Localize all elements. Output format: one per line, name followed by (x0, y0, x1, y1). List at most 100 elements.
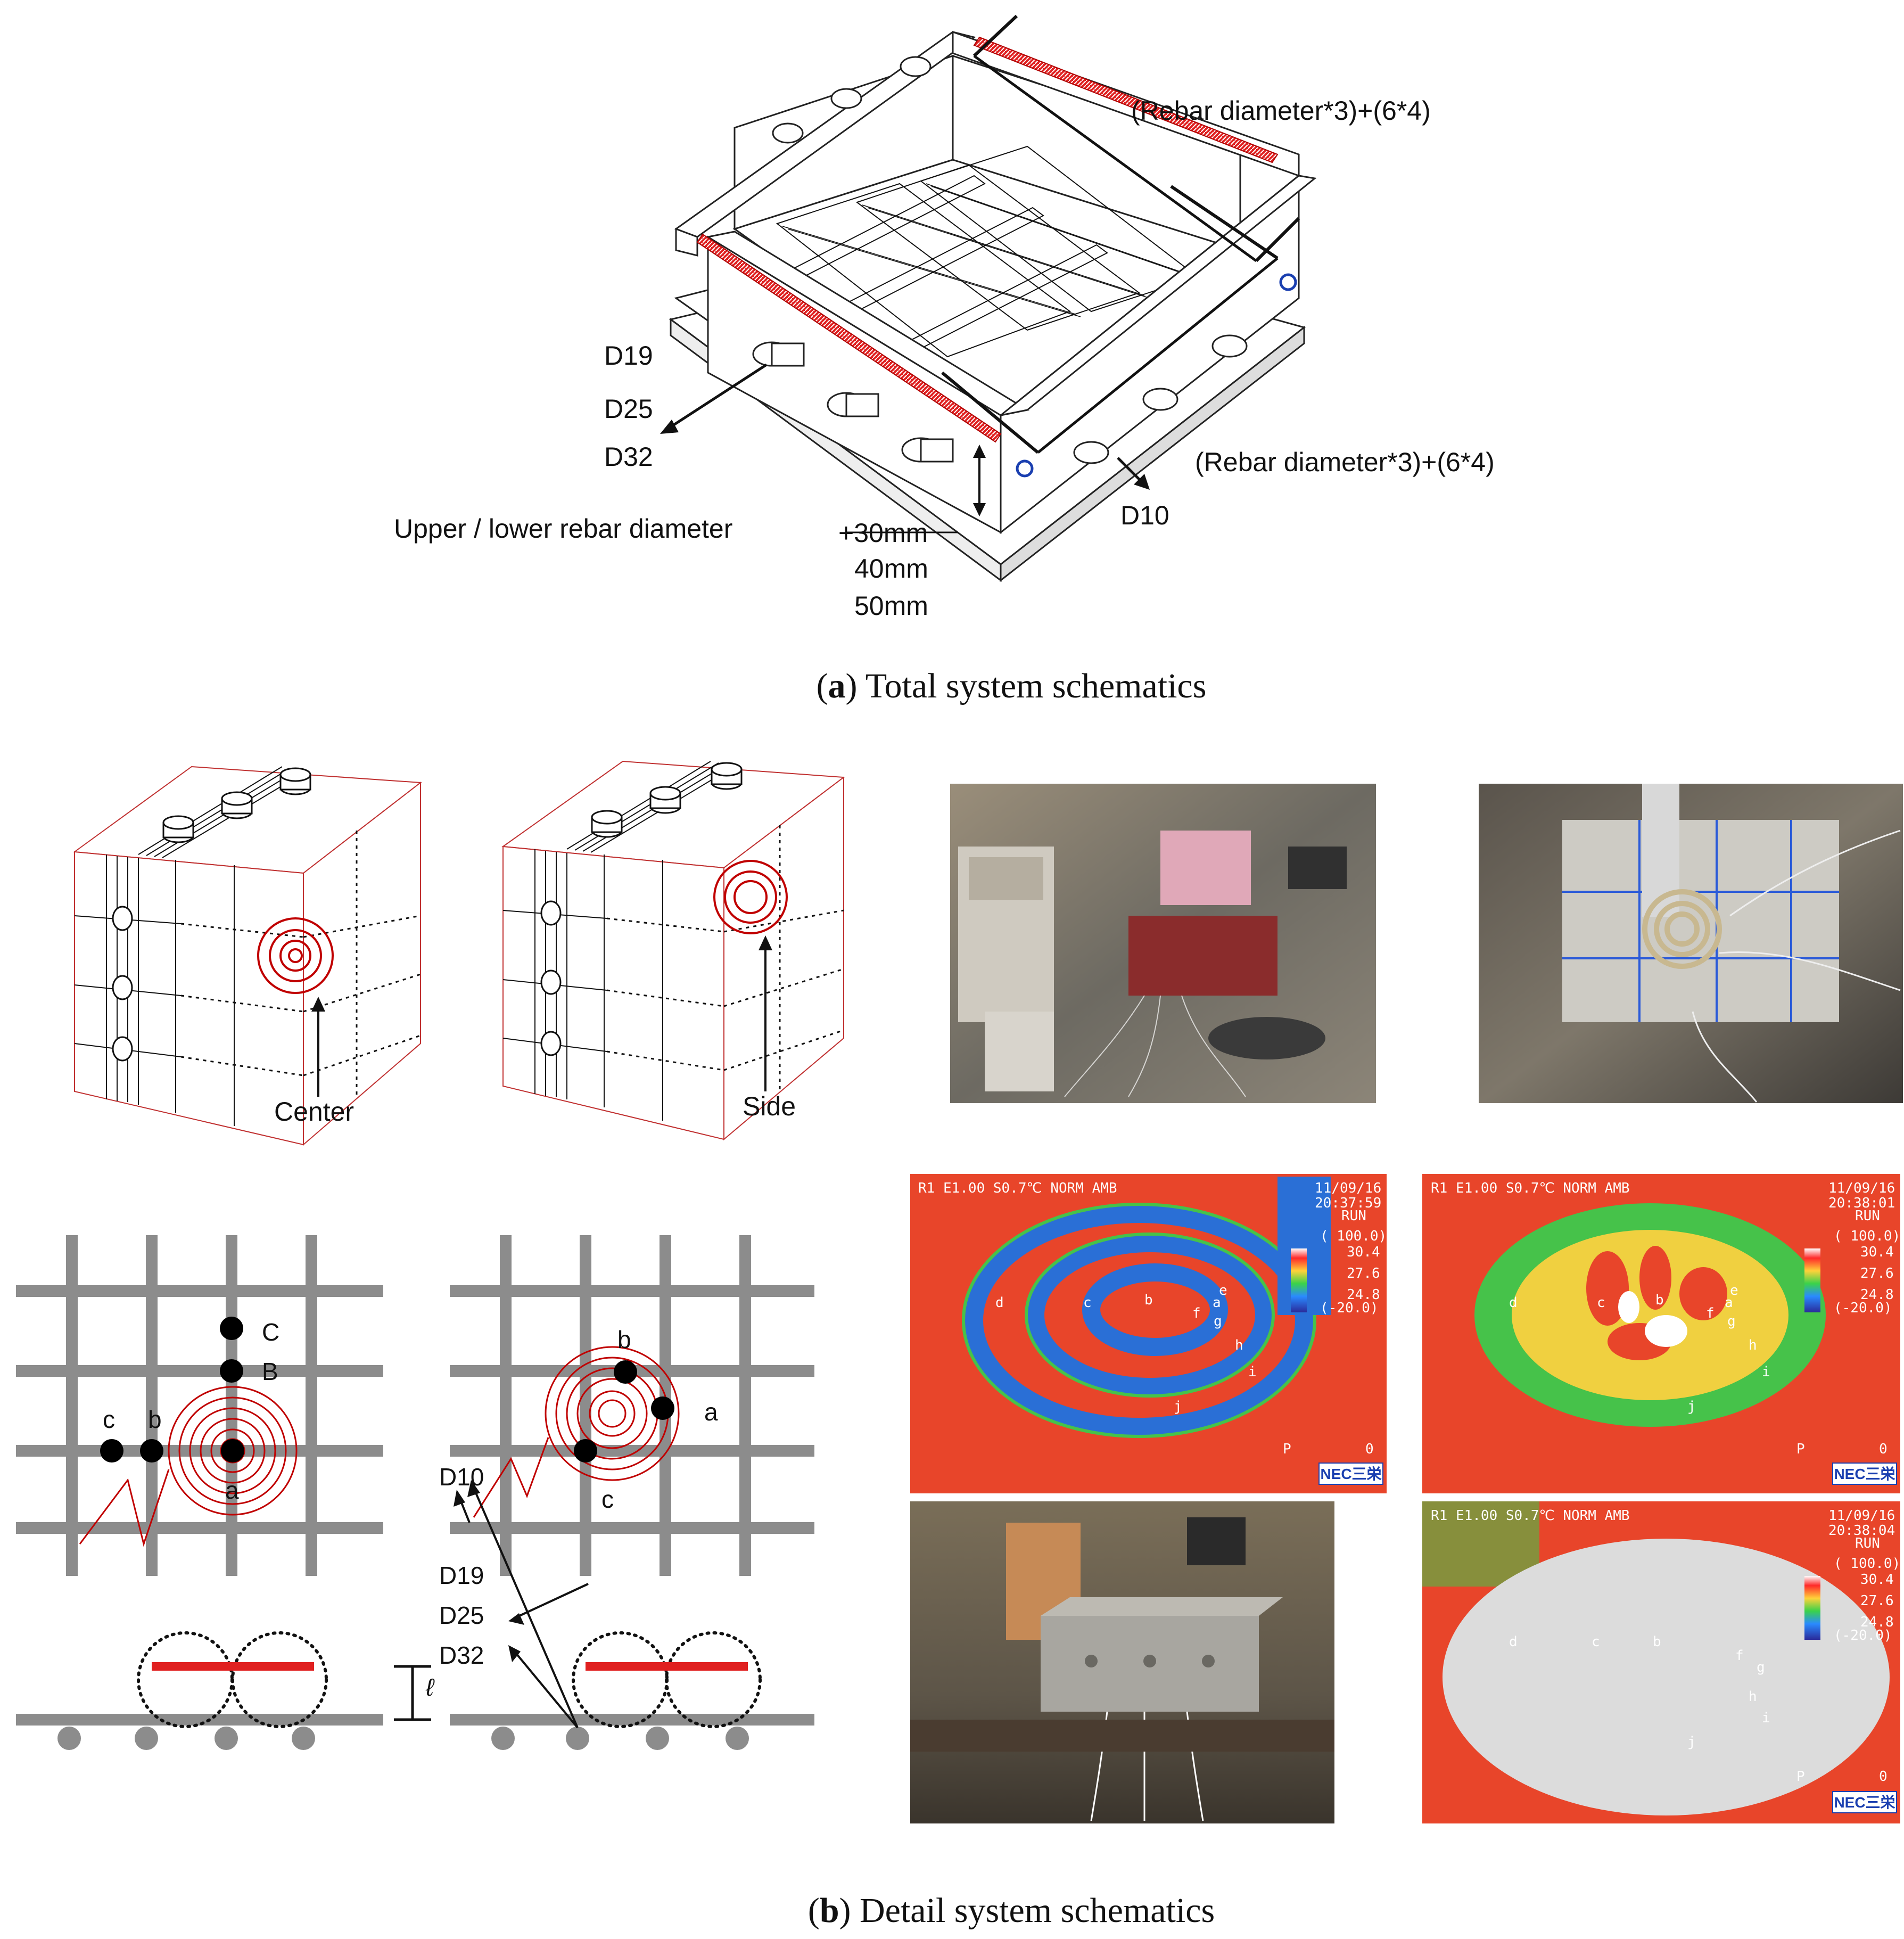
bar-callout-arrows (458, 1488, 589, 1729)
color-scale (1291, 1248, 1307, 1312)
svg-text:c: c (1597, 1295, 1605, 1311)
caption-b-text: Detail system schematics (860, 1891, 1215, 1930)
caption-b-letter: b (820, 1891, 839, 1930)
svg-text:( 100.0): ( 100.0) (1834, 1556, 1900, 1572)
caption-a-text: Total system schematics (866, 667, 1207, 705)
gap-symbol: ℓ (425, 1673, 435, 1701)
side-label: Side (743, 1091, 796, 1121)
svg-text:j: j (1687, 1734, 1696, 1750)
center-label: Center (274, 1097, 354, 1127)
gap-dimension (394, 1665, 431, 1721)
photo-specimen-side (910, 1501, 1334, 1823)
point-label-side-b: b (617, 1326, 631, 1353)
svg-text:g: g (1757, 1659, 1765, 1675)
svg-text:a: a (1725, 1295, 1733, 1311)
svg-text:11/09/16: 11/09/16 (1315, 1180, 1381, 1196)
grid-center (16, 1235, 383, 1576)
spacing-label-top: (Rebar diameter*3)+(6*4) (1131, 96, 1431, 126)
svg-text:(-20.0): (-20.0) (1834, 1300, 1892, 1316)
svg-text:0: 0 (1879, 1441, 1887, 1457)
photo-lab-setup (950, 784, 1376, 1103)
svg-text:i: i (1762, 1364, 1770, 1380)
svg-text:30.4: 30.4 (1860, 1572, 1894, 1588)
bar-label-d25: D25 (604, 394, 653, 424)
thermal-image-3 (1422, 1501, 1900, 1823)
svg-text:h: h (1235, 1337, 1243, 1353)
ir-overlay-2: R1 E1.00 S0.7℃ NORM AMB 11/09/16 20:38:0… (1431, 1180, 1900, 1485)
bar-label-d19: D19 (604, 341, 653, 371)
block-center (73, 766, 422, 1146)
color-scale (1804, 1248, 1820, 1312)
svg-text:c: c (1592, 1634, 1600, 1650)
caption-b: (b) Detail system schematics (808, 1891, 1215, 1930)
svg-text:RUN: RUN (1855, 1208, 1880, 1224)
point-label-C: C (262, 1318, 279, 1346)
svg-text:RUN: RUN (1341, 1208, 1366, 1224)
svg-text:i: i (1762, 1710, 1770, 1726)
svg-text:27.6: 27.6 (1347, 1266, 1380, 1281)
svg-text:d: d (995, 1295, 1004, 1311)
block-side (501, 760, 845, 1141)
bar-label-d25-b: D25 (439, 1601, 484, 1629)
svg-text:f: f (1192, 1305, 1201, 1321)
svg-text:j: j (1174, 1399, 1182, 1415)
grid-side (450, 1235, 814, 1576)
svg-text:0: 0 (1879, 1769, 1887, 1785)
induction-coil-icon (257, 917, 334, 994)
mold-schematic (660, 14, 1317, 582)
nec-logo: NEC三栄 (1834, 1466, 1895, 1482)
svg-text:b: b (1653, 1634, 1661, 1650)
svg-text:c: c (1083, 1295, 1092, 1311)
svg-text:g: g (1214, 1313, 1222, 1329)
svg-text:0: 0 (1365, 1441, 1374, 1457)
svg-text:(-20.0): (-20.0) (1320, 1300, 1379, 1316)
svg-text:( 100.0): ( 100.0) (1834, 1228, 1900, 1244)
bar-label-d19-b: D19 (439, 1562, 484, 1589)
point-label-B: B (262, 1358, 278, 1385)
bar-label-d10-b: D10 (439, 1463, 484, 1491)
rebar-pegs (752, 56, 1248, 464)
point-label-side-a: a (704, 1398, 718, 1426)
bar-label-d32: D32 (604, 442, 653, 472)
svg-text:b: b (1655, 1292, 1664, 1308)
heater-strip-front (696, 233, 1002, 443)
thermal-image-1 (910, 1174, 1387, 1493)
caption-a-letter: a (828, 667, 846, 705)
measurement-points-center (100, 1317, 244, 1463)
svg-text:20:38:01: 20:38:01 (1828, 1195, 1895, 1211)
heater-strip-back (973, 36, 1279, 163)
svg-text:20:37:59: 20:37:59 (1315, 1195, 1381, 1211)
nec-logo: NEC三栄 (1834, 1794, 1895, 1811)
measurement-points-side (574, 1360, 674, 1463)
svg-text:b: b (1144, 1292, 1153, 1308)
svg-text:e: e (1730, 1283, 1738, 1299)
svg-text:(-20.0): (-20.0) (1834, 1628, 1892, 1644)
nec-logo: NEC三栄 (1320, 1466, 1381, 1482)
svg-text:d: d (1509, 1634, 1518, 1650)
svg-text:30.4: 30.4 (1860, 1244, 1894, 1260)
svg-text:g: g (1727, 1313, 1736, 1329)
svg-text:R1 E1.00 S0.7℃ NORM AMB: R1 E1.00 S0.7℃ NORM AMB (1431, 1180, 1630, 1196)
caption-a: (a) Total system schematics (817, 667, 1207, 705)
svg-text:24.8: 24.8 (1860, 1287, 1894, 1303)
svg-text:R1 E1.00 S0.7℃ NORM AMB: R1 E1.00 S0.7℃ NORM AMB (918, 1180, 1117, 1196)
svg-text:RUN: RUN (1855, 1535, 1880, 1551)
bolt-hole-icon (1016, 459, 1034, 478)
svg-text:R1 E1.00 S0.7℃ NORM AMB: R1 E1.00 S0.7℃ NORM AMB (1431, 1508, 1630, 1524)
svg-text:20:38:04: 20:38:04 (1828, 1523, 1895, 1539)
svg-text:f: f (1706, 1305, 1715, 1321)
section-side (450, 1631, 814, 1750)
point-label-side-c: c (601, 1485, 614, 1513)
svg-text:a: a (1213, 1295, 1221, 1311)
point-label-c: c (103, 1406, 115, 1433)
color-scale (1804, 1576, 1820, 1640)
photo-specimen-top (1479, 784, 1903, 1103)
thermal-image-2 (1422, 1174, 1900, 1493)
svg-text:11/09/16: 11/09/16 (1828, 1508, 1895, 1524)
bolt-hole-icon (1279, 273, 1297, 291)
svg-text:i: i (1248, 1364, 1257, 1380)
svg-text:j: j (1687, 1399, 1696, 1415)
svg-text:30.4: 30.4 (1347, 1244, 1380, 1260)
spacing-label-right: (Rebar diameter*3)+(6*4) (1195, 447, 1495, 477)
